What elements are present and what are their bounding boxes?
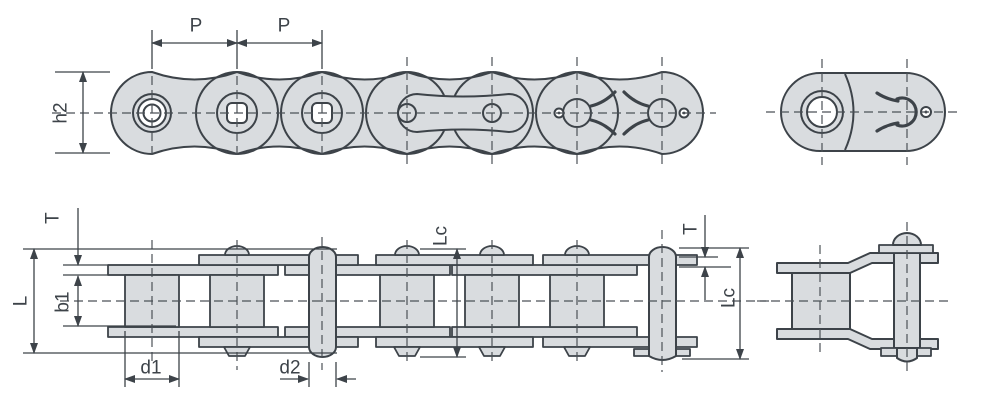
single-link-centerlines bbox=[766, 59, 958, 165]
pin-diameter-label: d2 bbox=[279, 358, 300, 379]
plate-thickness-left-label: T bbox=[43, 212, 64, 224]
inner-width-dimension: b1 bbox=[53, 275, 176, 327]
single-link-view bbox=[766, 59, 958, 165]
offset-link-centerlines bbox=[757, 222, 952, 374]
pin-ends-bottom bbox=[223, 346, 591, 357]
pitch-label-1: P bbox=[190, 16, 203, 37]
offset-link-view bbox=[757, 222, 952, 374]
inner-width-label: b1 bbox=[53, 291, 74, 312]
overall-width-label: L bbox=[11, 296, 32, 307]
pin-length-right-dimension: Lc bbox=[679, 247, 749, 360]
pin-length-mid-label: Lc bbox=[431, 226, 452, 246]
height-dimension: h2 bbox=[51, 71, 110, 154]
plate-thickness-right-label: T bbox=[681, 223, 702, 235]
spring-clip-end bbox=[875, 91, 918, 133]
rollers bbox=[124, 274, 605, 328]
pin-diameter-dimension: d2 bbox=[279, 358, 356, 387]
overall-width-dimension: L bbox=[11, 248, 337, 354]
pin-length-right-label: Lc bbox=[719, 288, 740, 308]
height-label: h2 bbox=[51, 102, 72, 123]
plate-thickness-right-dimension: T bbox=[679, 215, 731, 300]
side-view-chain: P P h2 bbox=[51, 16, 716, 168]
roller-diameter-dimension: d1 bbox=[124, 331, 180, 387]
pin-length-mid-dimension: Lc bbox=[420, 226, 466, 358]
clip-washer-top bbox=[878, 244, 934, 254]
pin-heads-top bbox=[224, 245, 590, 256]
side-view-centerlines bbox=[52, 57, 716, 168]
plan-view-chain: L T b1 d1 d2 Lc bbox=[11, 208, 770, 387]
pitch-label-2: P bbox=[278, 16, 291, 37]
pitch-dimension: P P bbox=[151, 16, 323, 69]
roller-diameter-label: d1 bbox=[140, 358, 161, 379]
plan-view-centerlines bbox=[60, 230, 770, 372]
spring-clip bbox=[589, 90, 650, 136]
plate-thickness-left-dimension: T bbox=[43, 208, 176, 276]
